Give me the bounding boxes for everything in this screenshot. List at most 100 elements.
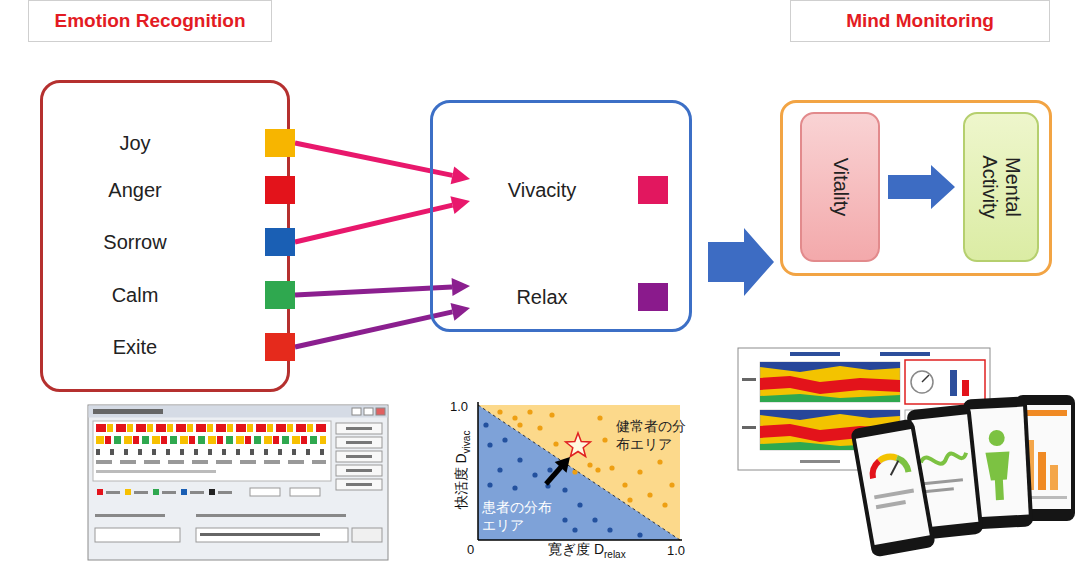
plot-label: 健常者の分布エリア [616,418,688,453]
color-square [638,283,668,311]
software-screenshot-part [218,491,232,494]
section-header: Emotion Recognition [28,0,272,42]
software-screenshot-part [336,479,382,490]
software-screenshot-part [346,469,372,472]
smartphone-app-part-part [1050,465,1058,490]
smartphone-app-part-part [988,430,1005,447]
software-screenshot-part [96,449,326,455]
monitor-screenshot-part [911,371,933,393]
software-screenshot-part [95,528,180,542]
smartphone-app-part-part [850,418,936,557]
scatter-plot-part-part [512,485,517,490]
software-screenshot-part [95,514,165,517]
smartphone-app-part-part [897,456,909,473]
emotion-item: Calm [60,277,295,313]
software-screenshot-part [96,470,216,473]
smartphone-app-part-part [888,461,900,476]
scatter-plot-part-part [657,459,662,464]
scatter-plot-part-part [547,467,552,472]
monitor-screenshot-part [800,460,840,463]
smartphone-app-part-part [870,454,909,478]
software-screenshot-part [364,408,373,415]
connector-arrow [295,303,470,347]
state-box: Vitality [800,112,880,262]
axis-label: 寛ぎ度 D [548,541,604,557]
scatter-plot-part-part [537,425,542,430]
scatter-plot-part-part [577,502,582,507]
scatter-plot-part-part [669,482,674,487]
software-screenshot-part [153,489,159,495]
monitor-screenshot-part [950,370,957,396]
section-header: Mind Monitoring [790,0,1050,42]
software-screenshot-part [346,427,372,430]
scatter-plot-part-part [595,467,600,472]
scatter-plot-part-part [562,517,567,522]
node-label: Relax [492,279,592,315]
scatter-plot-part-part [553,441,558,446]
scatter-plot-part-part [607,527,612,532]
scatter-plot-part-part [527,409,532,414]
scatter-plot-part-part [497,467,502,472]
software-screenshot-part [134,491,148,494]
connector-arrow [708,228,774,296]
color-square [265,176,295,204]
smartphone-app-part-part [856,429,930,545]
scatter-plot-part-part [512,415,517,420]
monitor-screenshot-part [962,380,969,396]
node-label: Calm [60,277,210,313]
software-screenshot-part [190,491,204,494]
group-box: VivacityRelax [430,100,692,332]
scatter-plot-part-part [587,462,592,467]
scatter-plot-part-part [622,482,627,487]
smartphone-app-part-part [985,451,1011,500]
arrow-head [451,167,470,185]
monitor-screenshot-part [742,426,756,429]
arrow-head [452,278,470,296]
monitor-screenshot-part [922,375,929,382]
scatter-plot-part-part [517,457,522,462]
scatter-plot-part-part [549,412,554,417]
software-screenshot-part [88,405,388,560]
software-screenshot-part [200,533,320,536]
smartphone-app-part-part [879,456,897,462]
smartphone-app-part-part [1038,452,1046,490]
software-screenshot-part [93,421,331,481]
scatter-plot-part-part [483,422,488,427]
scatter-plot-part [546,467,561,484]
axis-label: relax [604,549,626,560]
scatter-plot-part-part [592,517,597,522]
emotion-item: Sorrow [60,224,295,260]
group-box: JoyAngerSorrowCalmExite [40,80,290,392]
software-screenshot-part [376,408,385,415]
color-square [265,333,295,361]
scatter-plot-part-part [597,415,602,420]
arrow-head [708,228,774,296]
plot-label: 0 [467,542,474,558]
arrow-head [451,303,471,321]
scatter-plot-part-part [572,527,577,532]
node-label: Mind Monitoring [846,1,994,41]
monitor-screenshot-part [880,352,930,356]
state-box: Mental Activity [963,112,1039,262]
arrow-shaft [295,312,452,347]
smartphone-app-part-part [924,487,954,493]
node-label: Mental Activity [978,137,1024,237]
arrow-shaft [295,143,452,175]
software-screenshot-part [336,437,382,448]
smartphone-app-part-part [876,500,906,509]
node-label: Emotion Recognition [54,1,245,41]
arrow-shaft [295,287,452,295]
axis-title: 快活度 Dvivac [453,431,472,510]
arrow-shaft [295,205,453,242]
scatter-plot-part-part [602,437,607,442]
software-screenshot-part [196,528,348,542]
connector-arrow [888,165,955,209]
scatter-plot-part-part [502,437,507,442]
software-screenshot-part [336,465,382,476]
software-screenshot-part [162,491,176,494]
scatter-plot-part-part [532,472,537,477]
software-screenshot-part [106,491,120,494]
software-screenshot-part [209,489,215,495]
connector-arrow [295,196,470,242]
